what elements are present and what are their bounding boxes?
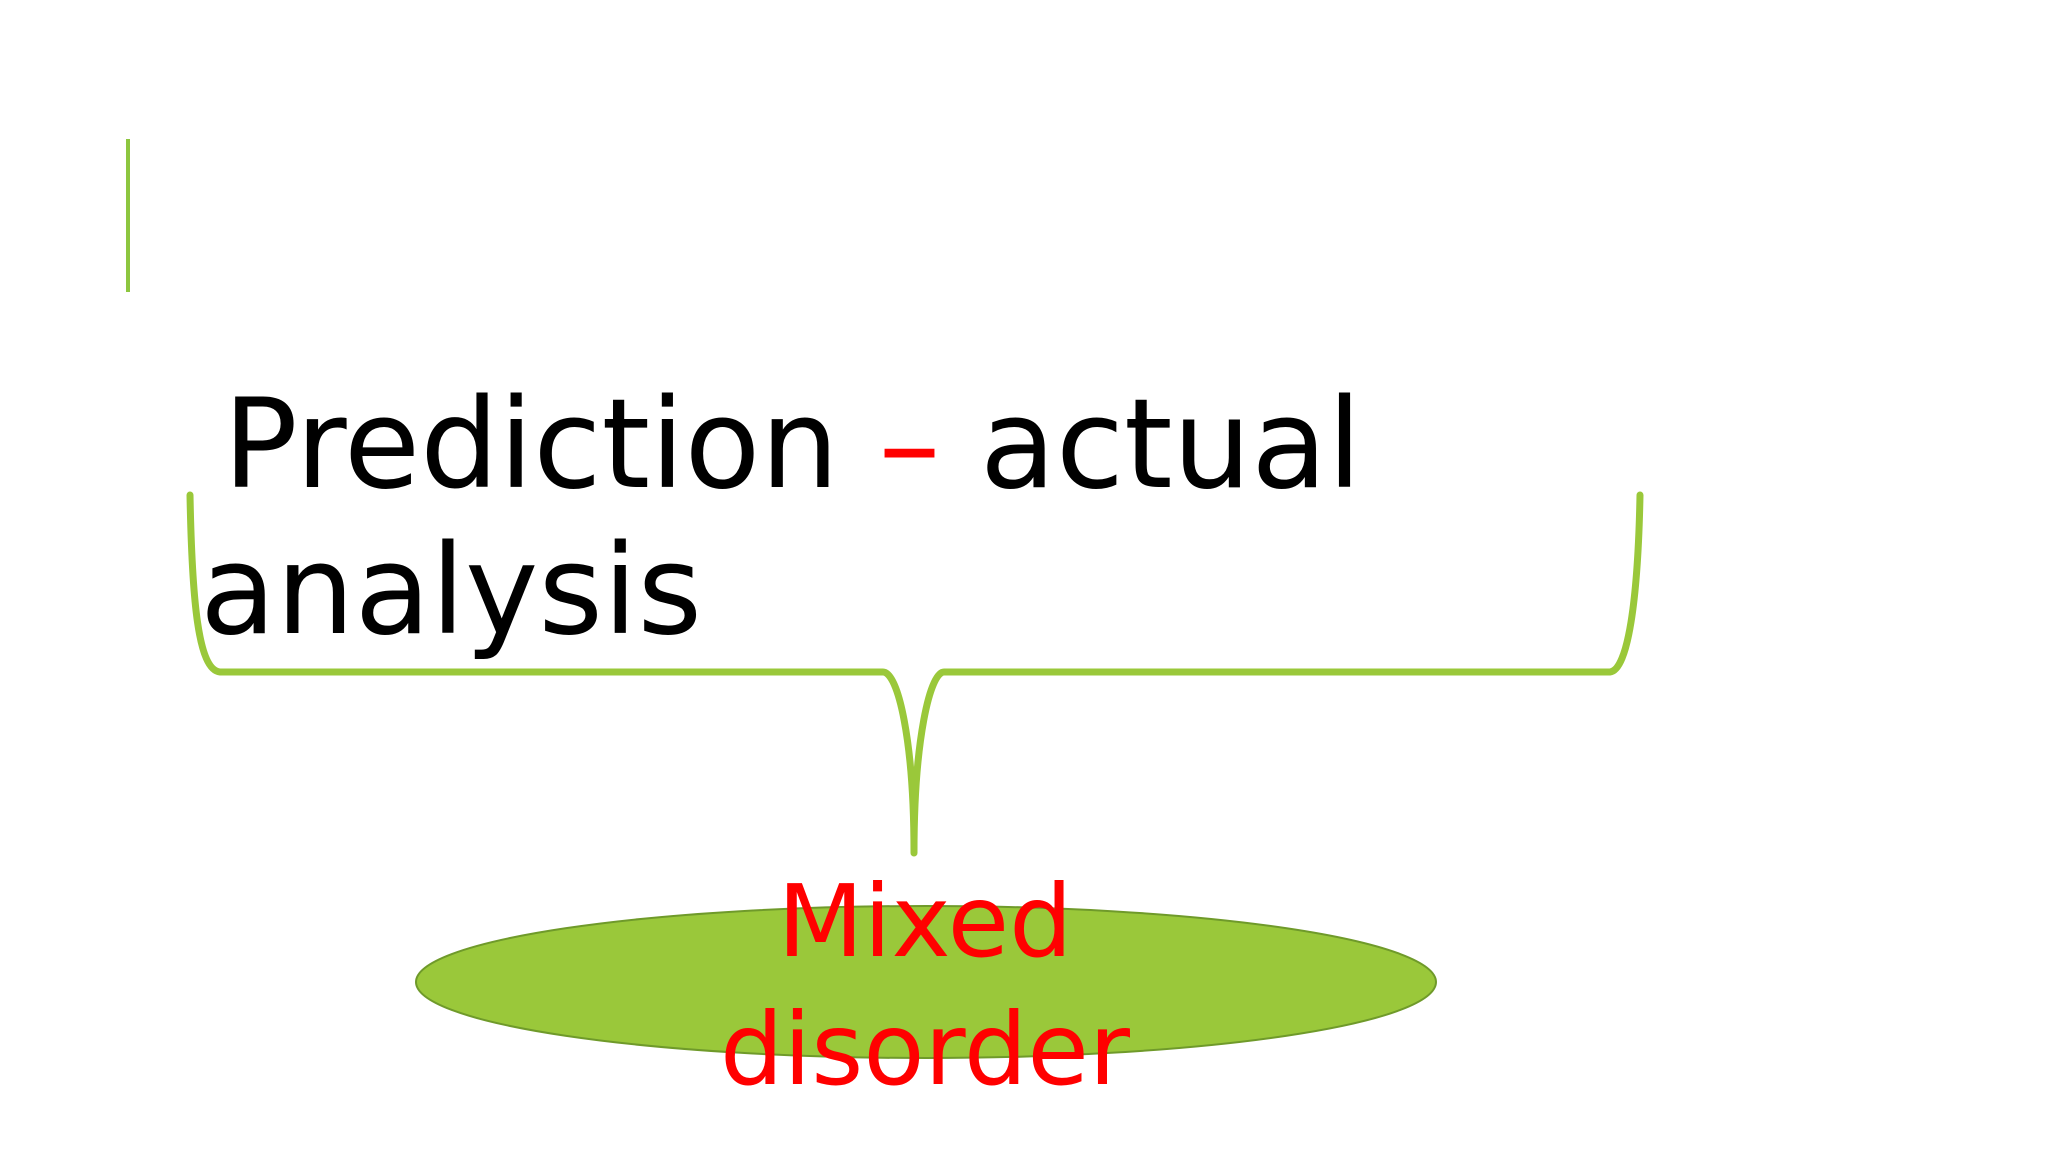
title-word-prediction: Prediction bbox=[223, 373, 840, 517]
title-dash: – bbox=[878, 373, 941, 517]
title-line-2: analysis bbox=[200, 519, 703, 663]
result-label-line-2: disorder bbox=[719, 991, 1130, 1108]
accent-bar bbox=[126, 139, 130, 292]
result-ellipse bbox=[415, 905, 1437, 1059]
result-label-line-1: Mixed bbox=[777, 863, 1073, 980]
title-line-1: Prediction – actual bbox=[200, 372, 1450, 518]
slide-title: Prediction – actual analysis bbox=[200, 372, 1450, 664]
title-word-actual: actual bbox=[979, 373, 1362, 517]
result-label: Mixed disorder bbox=[640, 858, 1210, 1114]
brace-shape bbox=[186, 491, 1644, 857]
